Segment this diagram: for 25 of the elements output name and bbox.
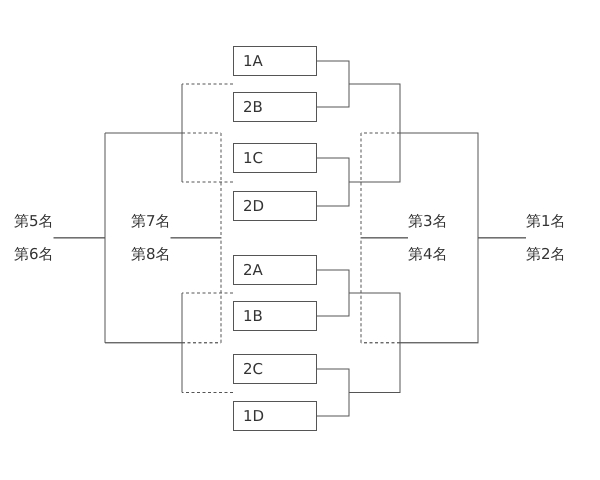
team-code: 2A bbox=[243, 261, 263, 279]
team-box bbox=[233, 255, 317, 285]
team-code: 1B bbox=[243, 307, 263, 325]
team-code: 1A bbox=[243, 52, 263, 70]
team-code: 2D bbox=[243, 197, 264, 215]
rank-label: 第7名 bbox=[131, 212, 171, 230]
team-code: 2B bbox=[243, 98, 263, 116]
team-box bbox=[233, 92, 317, 122]
team-code: 1D bbox=[243, 407, 264, 425]
team-box bbox=[233, 143, 317, 173]
team-box bbox=[233, 401, 317, 431]
rank-label: 第3名 bbox=[408, 212, 448, 230]
team-box bbox=[233, 191, 317, 221]
rank-label: 第8名 bbox=[131, 245, 171, 264]
rank-label: 第6名 bbox=[14, 245, 54, 264]
rank-label: 第1名 bbox=[526, 212, 566, 230]
team-code: 1C bbox=[243, 149, 264, 167]
rank-label: 第5名 bbox=[14, 212, 54, 230]
team-box bbox=[233, 46, 317, 76]
rank-label: 第2名 bbox=[526, 245, 566, 264]
team-code: 2C bbox=[243, 360, 264, 378]
team-box bbox=[233, 301, 317, 331]
team-box bbox=[233, 354, 317, 384]
bracket-line bbox=[170, 237, 234, 393]
rank-label: 第4名 bbox=[408, 245, 448, 264]
